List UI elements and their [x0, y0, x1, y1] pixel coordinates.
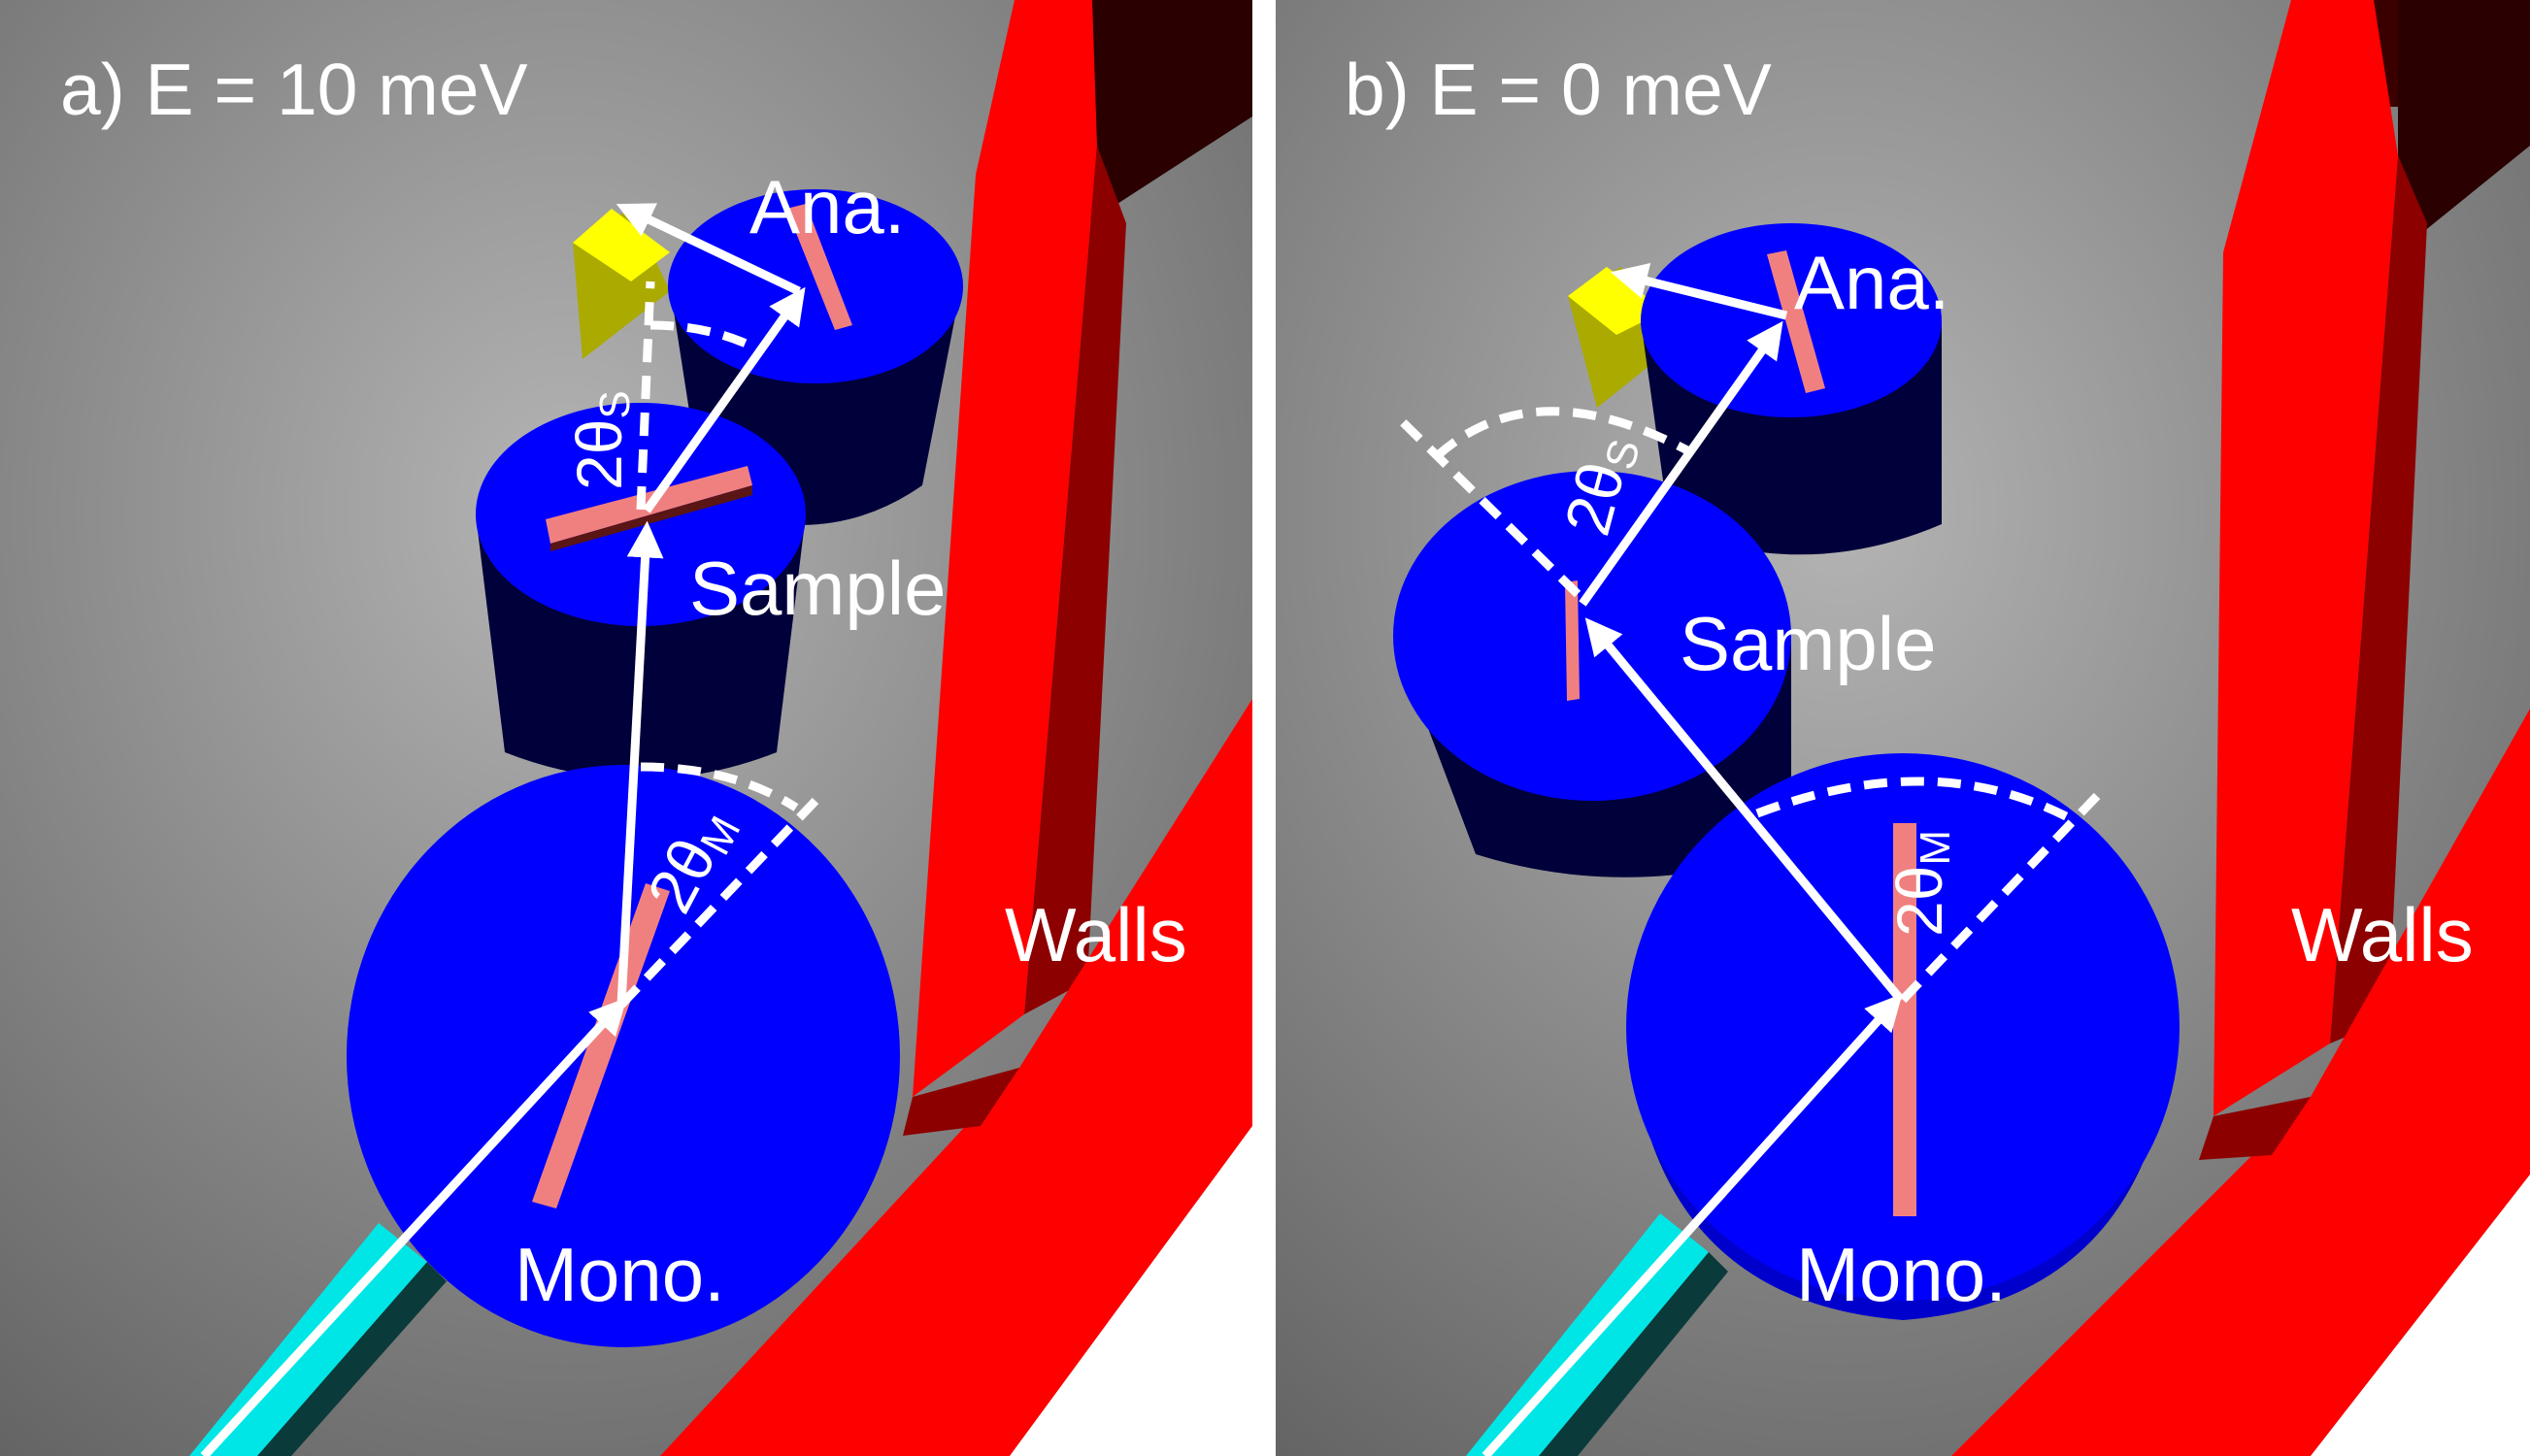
walls-label-a: Walls [1005, 892, 1187, 977]
sample-label-a: Sample [689, 546, 946, 631]
sample-angle-label-b: 2θS [1550, 427, 1649, 543]
analyzer-label-a: Ana. [749, 164, 905, 249]
panel-a-title: a) E = 10 meV [60, 49, 528, 130]
angle-marks-b [1399, 407, 2101, 1004]
panel-b: b) E = 0 meV Mono. Sample Ana. Walls 2θS… [1276, 0, 2530, 1456]
beam-path-a [200, 203, 806, 1456]
analyzer-b [1641, 223, 1942, 555]
detector-b [1568, 267, 1670, 408]
sample-angle-label-a: 2θS [563, 390, 639, 490]
panel-a: a) E = 10 meV Mono. Sample Ana. Walls 2θ… [0, 0, 1252, 1456]
walls-a [660, 0, 1252, 1456]
panel-b-title: b) E = 0 meV [1345, 49, 1772, 130]
sample-label-b: Sample [1680, 601, 1936, 686]
monochromator-b [1626, 753, 2180, 1320]
analyzer-label-b: Ana. [1794, 240, 1949, 325]
walls-label-b: Walls [2291, 892, 2474, 977]
walls-b [1951, 0, 2530, 1456]
panel-divider [1252, 0, 1276, 1456]
beam-guide-a-main-side [257, 1262, 447, 1456]
mono-label-b: Mono. [1796, 1232, 2007, 1317]
mono-angle-label-b: 2θM [1883, 830, 1959, 937]
mono-label-a: Mono. [515, 1232, 725, 1317]
angle-marks-a [617, 281, 819, 1009]
beam-guide-b-main-side [1539, 1252, 1728, 1456]
monochromator-a [347, 765, 900, 1347]
detector-a [573, 209, 670, 359]
beam-path-b [1481, 262, 1905, 1456]
